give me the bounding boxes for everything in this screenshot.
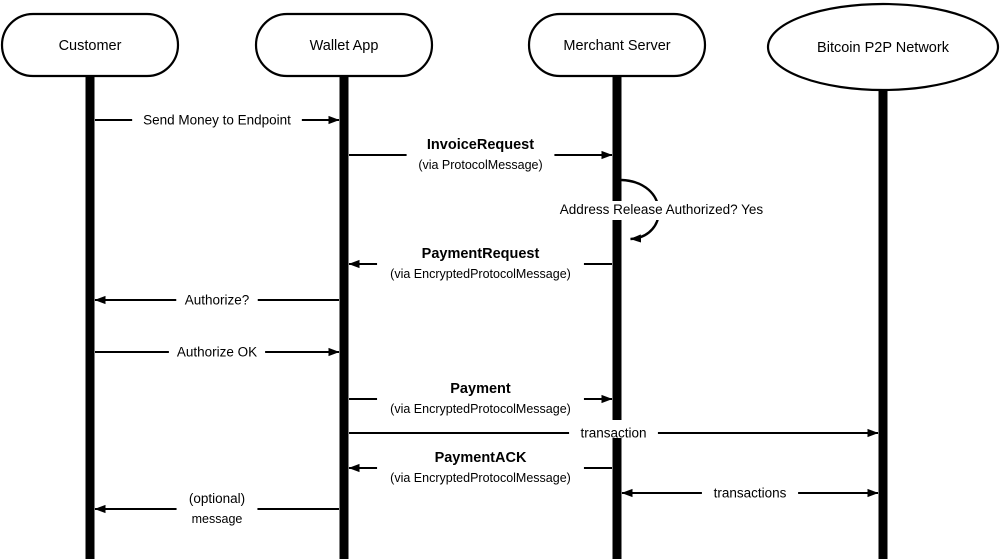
participant-stadium-wallet [254, 12, 434, 78]
message-payment-ack[interactable]: PaymentACK (via EncryptedProtocolMessage) [348, 449, 612, 486]
label-backdrop [176, 491, 258, 526]
participant-wallet[interactable]: Wallet App [254, 12, 434, 78]
participant-label-wallet: Wallet App [310, 38, 379, 54]
label-backdrop [377, 245, 584, 281]
message-payment-request[interactable]: PaymentRequest (via EncryptedProtocolMess… [348, 245, 612, 282]
message-label-payment: Payment [450, 381, 511, 397]
message-sublabel-optional-message: message [192, 512, 243, 526]
participant-ellipse-bitcoin [766, 2, 1000, 92]
message-invoice-request[interactable]: InvoiceRequest (via ProtocolMessage) [349, 136, 613, 173]
message-label-authorize-ok: Authorize OK [177, 345, 257, 360]
label-backdrop [377, 380, 584, 416]
label-backdrop [176, 287, 258, 305]
message-sublabel-payment-request: (via EncryptedProtocolMessage) [390, 267, 571, 281]
message-label-payment-ack: PaymentACK [435, 450, 527, 466]
message-send-money[interactable]: Send Money to Endpoint [95, 107, 340, 128]
message-payment[interactable]: Payment (via EncryptedProtocolMessage) [349, 380, 613, 417]
participant-label-merchant: Merchant Server [563, 38, 670, 54]
label-backdrop [544, 201, 779, 220]
participants-layer: Customer Wallet App Merchant Server Bitcoin… [0, 2, 1000, 92]
participant-label-customer: Customer [59, 38, 122, 54]
message-sublabel-payment: (via EncryptedProtocolMessage) [390, 402, 571, 416]
lifelines-layer [85, 74, 888, 559]
message-transactions[interactable]: transactions [621, 480, 879, 501]
message-sublabel-invoice-request: (via ProtocolMessage) [418, 158, 542, 172]
message-address-release[interactable]: Address Release Authorized? Yes [544, 178, 779, 243]
message-sublabel-payment-ack: (via EncryptedProtocolMessage) [390, 471, 571, 485]
message-optional-message[interactable]: (optional) message [94, 491, 339, 526]
label-backdrop [168, 339, 266, 357]
label-backdrop [406, 136, 555, 172]
message-label-authorize-query: Authorize? [185, 293, 250, 308]
message-label-address-release: Address Release Authorized? Yes [560, 202, 764, 217]
participant-bitcoin[interactable]: Bitcoin P2P Network [766, 2, 1000, 92]
message-label-transactions: transactions [714, 486, 787, 501]
participant-stadium-merchant [527, 12, 707, 78]
participant-label-bitcoin: Bitcoin P2P Network [817, 40, 950, 56]
label-backdrop [132, 107, 302, 125]
participant-customer[interactable]: Customer [0, 12, 180, 78]
participant-merchant[interactable]: Merchant Server [527, 12, 707, 78]
message-label-send-money: Send Money to Endpoint [143, 113, 291, 128]
message-label-transaction: transaction [580, 426, 646, 441]
participant-stadium-customer [0, 12, 180, 78]
message-label-payment-request: PaymentRequest [422, 246, 540, 262]
label-backdrop [569, 420, 658, 438]
message-transaction[interactable]: transaction [349, 420, 879, 441]
message-authorize-ok[interactable]: Authorize OK [95, 339, 340, 360]
message-label-optional-message: (optional) [189, 491, 245, 506]
label-backdrop [377, 449, 584, 485]
message-label-invoice-request: InvoiceRequest [427, 137, 534, 153]
message-authorize-query[interactable]: Authorize? [94, 287, 339, 308]
label-backdrop [701, 480, 799, 498]
